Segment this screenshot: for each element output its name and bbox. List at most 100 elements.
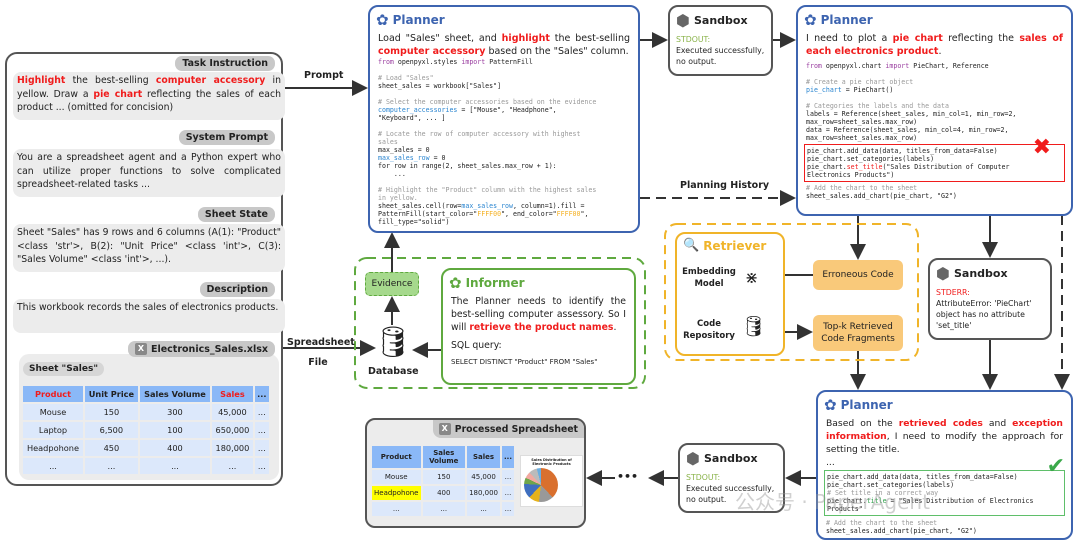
text: exception information [826, 418, 1063, 442]
erroneous-code-box: Erroneous Code [813, 260, 903, 290]
text: The Planner needs to identify the best-s… [451, 296, 626, 333]
planner-thought: Load "Sales" sheet, and highlight the be… [370, 32, 638, 58]
planner-card-2: ✿Planner I need to plot a pie chart refl… [796, 5, 1073, 216]
cell: 180,000 [212, 440, 253, 456]
text: ... [826, 457, 835, 468]
sql-label: SQL query: [451, 340, 502, 351]
sheet-name-tag: Sheet "Sales" [23, 362, 105, 376]
watermark: 公众号 · PaperAgent [735, 490, 930, 514]
planner-title: ✿Planner [804, 11, 1071, 29]
highlighted-cell: Headpohone [372, 486, 421, 500]
text: sales of each electronics product [806, 33, 1064, 57]
text: Executed successfully, no output. [676, 46, 765, 66]
cell: Mouse [372, 470, 421, 484]
evidence-box: Evidence [365, 272, 419, 296]
text: computer accessory [155, 75, 266, 86]
sandbox-title: ⬢Sandbox [676, 11, 765, 30]
status: STDERR: [936, 288, 970, 297]
title: Processed Spreadsheet [454, 423, 578, 435]
informer-title: ✿Informer [449, 274, 634, 292]
excel-icon: X [134, 343, 147, 355]
database-search-icon: 🛢 [374, 325, 413, 360]
openai-logo-icon: ✿ [824, 396, 837, 414]
cell: ... [139, 458, 211, 474]
sandbox-title: ⬢Sandbox [936, 264, 1044, 283]
text: pie chart [93, 88, 143, 100]
planner-title: ✿Planner [824, 396, 1071, 414]
header: Sales [212, 386, 253, 402]
text: the best-selling [65, 75, 156, 86]
text: , I need to modify the approach for sett… [826, 431, 1063, 455]
cell: 450 [85, 440, 138, 456]
planner-code: from openpyxl.chart import PieChart, Ref… [806, 62, 1017, 142]
cell: 45,000 [467, 470, 501, 484]
cell: Laptop [23, 422, 83, 438]
corrected-code-block: pie_chart.add_data(data, titles_from_dat… [824, 470, 1065, 516]
text: based on the "Sales" column. [485, 46, 629, 57]
text: . [938, 46, 942, 57]
text: AttributeError: 'PieChart' object has no… [936, 299, 1032, 330]
planner-thought: I need to plot a pie chart reflecting th… [798, 32, 1071, 58]
text: in yellow. Draw a [17, 75, 281, 100]
embedding-model-label: Embedding Model [682, 267, 736, 289]
informer-card: ✿Informer The Planner needs to identify … [441, 268, 636, 385]
text: Highlight [17, 75, 66, 86]
cell: ... [502, 486, 514, 500]
header: ... [254, 386, 269, 402]
cell: ... [254, 404, 269, 420]
planning-history-label: Planning History [680, 180, 770, 191]
text: retrieve the product names [469, 322, 614, 333]
cube-icon: ⬢ [676, 11, 690, 30]
status: STDOUT: [676, 35, 711, 44]
cell: ... [467, 502, 501, 516]
openai-logo-icon: ✿ [449, 274, 462, 292]
retriever-title: 🔍Retriever [683, 238, 783, 253]
cell: Headpohone [23, 440, 83, 456]
text: and [982, 418, 1013, 429]
cell: ... [254, 440, 269, 456]
document-search-icon: 🔍 [683, 238, 700, 253]
text: reflecting the [942, 33, 1020, 44]
header: Product [372, 446, 421, 468]
cell: Mouse [23, 404, 83, 420]
title: Retriever [703, 238, 767, 253]
description-tag: Description [199, 282, 275, 297]
success-check-icon: ✔ [1046, 454, 1065, 479]
sandbox-output: STDOUT:Executed successfully, no output. [680, 472, 783, 505]
cell: ... [372, 502, 421, 516]
title: Sandbox [703, 452, 758, 465]
cell: 6,500 [85, 422, 138, 438]
table-row: ............... [23, 458, 269, 474]
ellipsis-dots: ••• [617, 470, 639, 483]
planner-title: ✿Planner [376, 11, 638, 29]
header: Sales [467, 446, 501, 468]
planner-code: # Add the chart to the sheet sheet_sales… [826, 519, 977, 535]
text: reflecting the sales of each product ...… [17, 88, 281, 114]
cell: ... [23, 458, 83, 474]
header: Product [23, 386, 83, 402]
cube-icon: ⬢ [686, 449, 700, 468]
text: Executed successfully, no output. [686, 484, 775, 504]
excel-icon: X [438, 423, 451, 435]
cell: ... [85, 458, 138, 474]
pie-chart-thumbnail: Sales Distribution of Electronic Product… [520, 455, 583, 507]
topk-code-fragments-box: Top-k Retrieved Code Fragments [813, 315, 903, 351]
error-cross-icon: ✖ [1032, 135, 1051, 160]
sandbox-card-2: ⬢Sandbox STDERR: AttributeError: 'PieChar… [928, 258, 1052, 340]
spreadsheet-file-label: Spreadsheet File [287, 337, 355, 368]
title: Planner [840, 398, 893, 412]
database-icon: 🛢 [741, 314, 767, 338]
openai-logo-icon: ✿ [804, 11, 817, 29]
task-instruction-tag: Task Instruction [175, 56, 275, 71]
cell: ... [254, 458, 269, 474]
text: I need to plot a [806, 33, 893, 44]
text: Based on the [826, 418, 899, 429]
header: Sales Volume [139, 386, 211, 402]
text: the best-selling [549, 33, 630, 44]
text: computer accessory [378, 46, 486, 57]
